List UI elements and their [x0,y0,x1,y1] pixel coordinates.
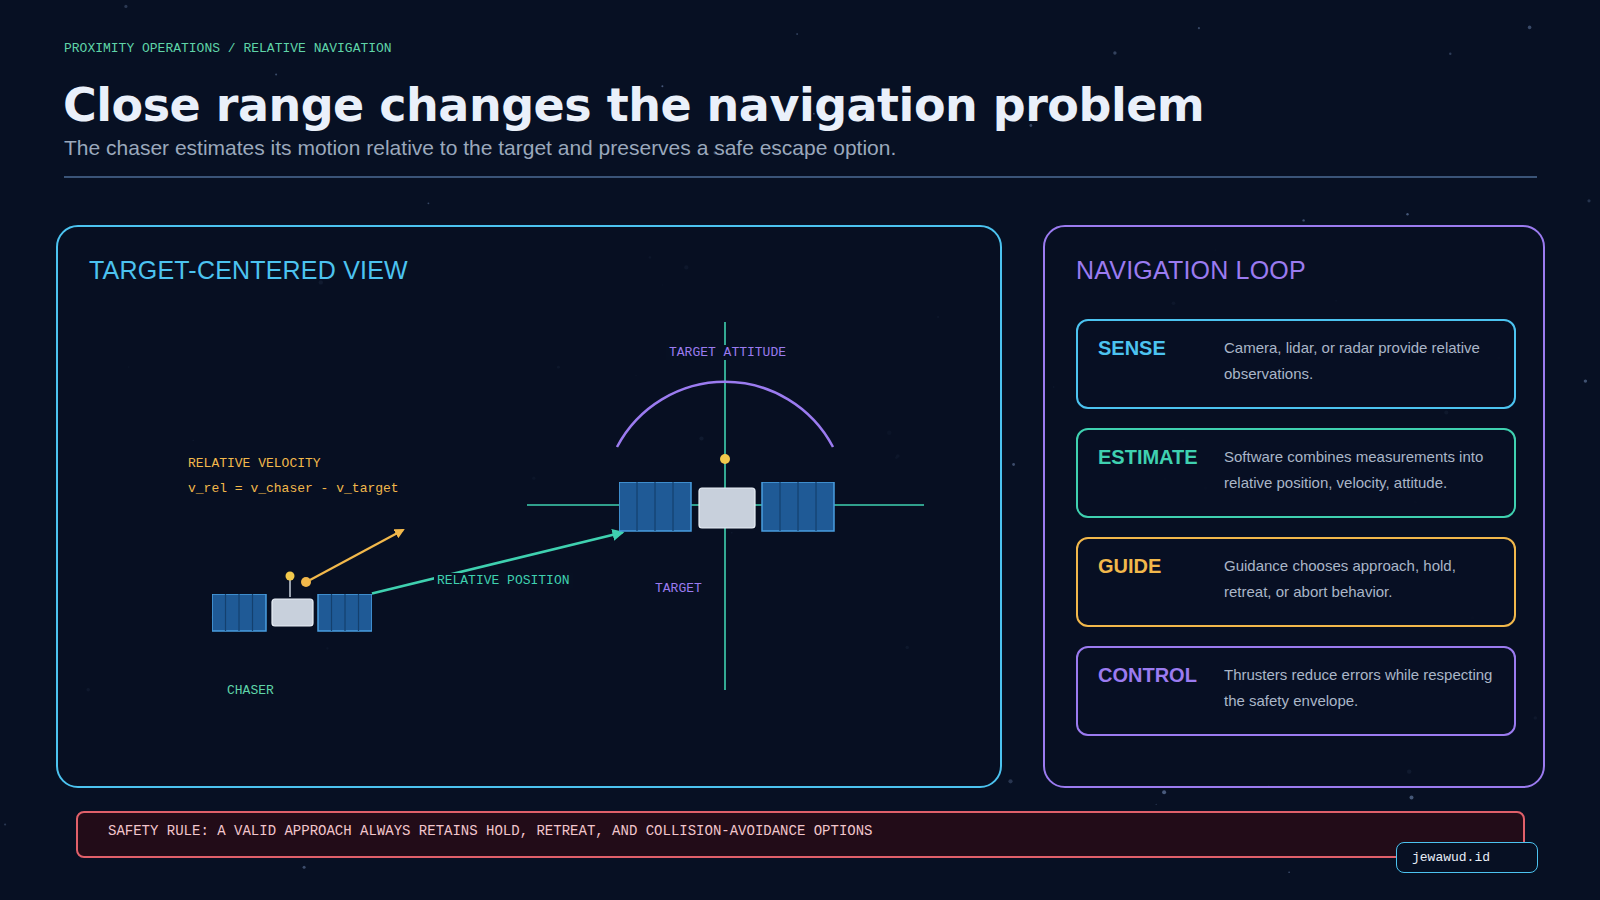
position-connector [372,532,623,593]
guide-step: GUIDEGuidance chooses approach, hold, re… [1076,537,1516,627]
safety-rule-band: SAFETY RULE: A VALID APPROACH ALWAYS RET… [76,811,1525,858]
star [1008,779,1012,783]
star [428,202,430,204]
panel-cell [252,594,253,631]
relative-motion-illustration [56,225,1002,788]
sense-step: SENSECamera, lidar, or radar provide rel… [1076,319,1516,409]
control-step: CONTROLThrusters reduce errors while res… [1076,646,1516,736]
section-label: PROXIMITY OPERATIONS / RELATIVE NAVIGATI… [64,41,392,56]
attitude-label: TARGET ATTITUDE [666,345,789,360]
star [1406,213,1408,215]
panel-cell [358,594,359,631]
panel-cell [797,482,798,531]
panel-cell [779,482,780,531]
antenna-tip [286,572,295,581]
step-heading: SENSE [1098,335,1224,395]
velocity-origin [301,577,311,587]
connector-layer [56,225,1002,788]
star [4,823,6,825]
velocity-equation: v_rel = v_chaser - v_target [188,481,399,496]
star [1113,51,1116,54]
star [796,33,798,35]
satellite-drawing [619,482,835,532]
panel-cell [815,482,816,531]
velocity-arrow [310,530,403,580]
panel-cell [654,482,655,531]
caption: The chaser estimates its motion relative… [64,136,896,160]
panel-heading: NAVIGATION LOOP [1076,256,1306,285]
connector-label: RELATIVE POSITION [434,573,573,588]
satellite-drawing [212,594,372,632]
star [1162,790,1166,794]
safety-rule-text: SAFETY RULE: A VALID APPROACH ALWAYS RET… [108,823,1493,839]
panel-cell [238,594,239,631]
star [1288,871,1290,873]
chaser-satellite: CHASER [212,594,372,632]
solar-panel [762,482,834,531]
watermark-text: jewawud.id [1412,850,1522,865]
star [1156,804,1157,805]
watermark-box: jewawud.id [1396,842,1538,873]
step-description: Thrusters reduce errors while respecting… [1224,662,1496,722]
target-satellite: TARGET [619,482,835,532]
divider-rule [64,176,1537,178]
panel-cell [636,482,637,531]
star [124,5,127,8]
satellite-body [272,599,313,626]
star [275,74,277,76]
star [303,866,306,869]
step-heading: GUIDE [1098,553,1224,613]
step-description: Guidance chooses approach, hold, retreat… [1224,553,1496,613]
satellite-label: TARGET [655,581,702,596]
solar-panel [212,594,266,631]
solar-panel [619,482,691,531]
panel-cell [344,594,345,631]
panel-cell [331,594,332,631]
panel-cell [225,594,226,631]
star [1012,463,1015,466]
satellite-body [699,488,755,528]
step-heading: ESTIMATE [1098,444,1224,504]
star [1449,53,1451,55]
star [1584,379,1587,382]
loop-panel: NAVIGATION LOOP SENSECamera, lidar, or ra… [1043,225,1545,788]
solar-panel [318,594,372,631]
step-description: Software combines measurements into rela… [1224,444,1496,504]
step-heading: CONTROL [1098,662,1224,722]
star [1302,219,1304,221]
title: Close range changes the navigation probl… [63,78,1204,132]
star [1198,27,1200,29]
target-marker [720,454,730,464]
satellite-label: CHASER [227,683,274,698]
attitude-arc [617,382,833,447]
panel-heading: TARGET-CENTERED VIEW [89,256,408,285]
star [1528,26,1532,30]
velocity-label: RELATIVE VELOCITY [188,456,321,471]
panel-cell [672,482,673,531]
estimate-step: ESTIMATESoftware combines measurements i… [1076,428,1516,518]
step-description: Camera, lidar, or radar provide relative… [1224,335,1496,395]
star [1587,199,1590,202]
view-panel: TARGET-CENTERED VIEW TARGET ATTITUDE RELAT… [56,225,1002,788]
star [1410,796,1414,800]
